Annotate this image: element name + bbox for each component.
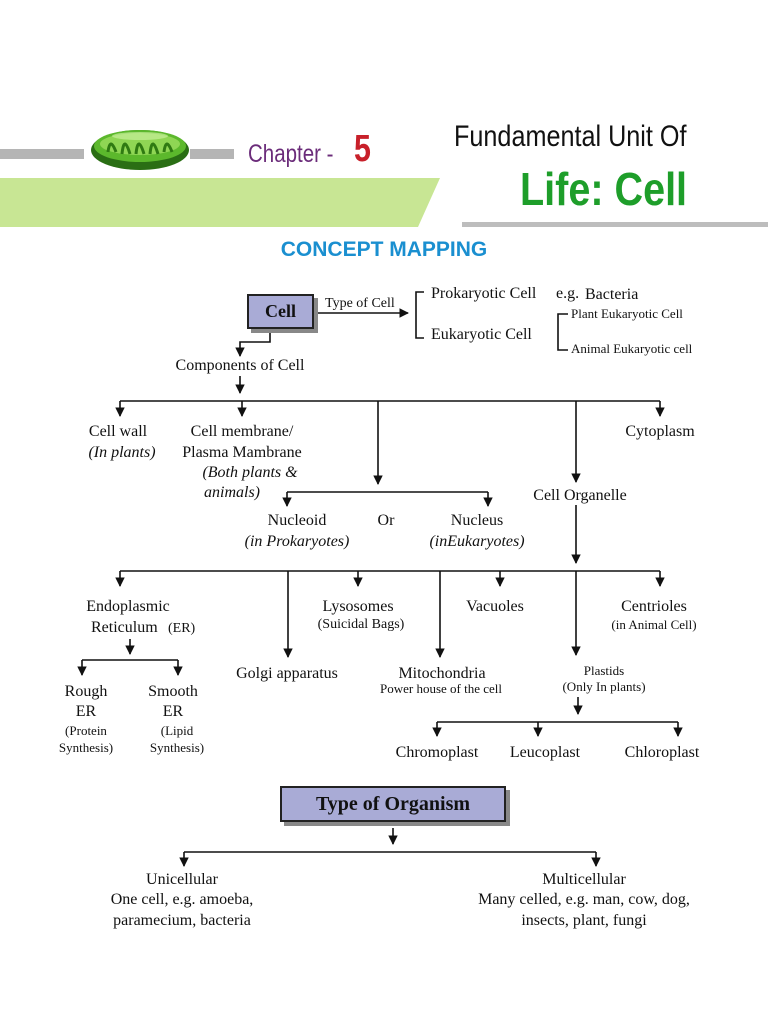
- plastids: Plastids: [583, 663, 625, 678]
- cytoplasm: Cytoplasm: [625, 423, 695, 440]
- both-plants-animals-note-2: animals): [204, 484, 260, 501]
- or-label: Or: [377, 512, 395, 529]
- rough-er-1: Rough: [64, 683, 108, 700]
- eg-label: e.g.: [556, 285, 580, 302]
- multicellular-desc-2: insects, plant, fungi: [521, 912, 647, 929]
- multicellular-desc-1: Many celled, e.g. man, cow, dog,: [478, 891, 690, 908]
- golgi-apparatus: Golgi apparatus: [236, 665, 338, 682]
- header-green-band: [0, 178, 440, 227]
- page-title-line2: Life: Cell: [520, 163, 688, 215]
- cell-box: Cell: [247, 294, 314, 329]
- cell-organelle: Cell Organelle: [533, 487, 627, 504]
- unicellular-desc-2: paramecium, bacteria: [113, 912, 251, 929]
- mitochondrion-logo-icon: [91, 130, 189, 170]
- smooth-er-4: Synthesis): [149, 740, 205, 755]
- nucleoid-note: (in Prokaryotes): [244, 533, 350, 550]
- components-of-cell: Components of Cell: [175, 357, 305, 374]
- nucleus-note: (inEukaryotes): [429, 533, 525, 550]
- bacteria: Bacteria: [585, 286, 639, 303]
- header-rule-right: [462, 222, 768, 227]
- rough-er-2: ER: [75, 703, 97, 720]
- endoplasmic-reticulum-1: Endoplasmic: [86, 598, 170, 615]
- header-rule-left: [0, 149, 84, 159]
- centrioles-note: (in Animal Cell): [611, 617, 697, 632]
- smooth-er-1: Smooth: [148, 683, 198, 700]
- chapter-label: Chapter -: [248, 140, 334, 168]
- plasma-membrane: Plasma Mambrane: [182, 444, 302, 461]
- chloroplast: Chloroplast: [624, 744, 700, 761]
- animal-eukaryotic-cell: Animal Eukaryotic cell: [571, 341, 693, 356]
- chromoplast: Chromoplast: [395, 744, 479, 761]
- lysosomes-note: (Suicidal Bags): [317, 617, 405, 632]
- cell-wall: Cell wall: [88, 423, 148, 440]
- chapter-number: 5: [354, 128, 371, 170]
- lysosomes: Lysosomes: [322, 598, 394, 615]
- smooth-er-2: ER: [162, 703, 184, 720]
- plant-eukaryotic-cell: Plant Eukaryotic Cell: [571, 306, 683, 321]
- rough-er-4: Synthesis): [58, 740, 114, 755]
- both-plants-animals-note-1: (Both plants &: [202, 464, 298, 481]
- cell-wall-note: (In plants): [88, 444, 156, 461]
- section-heading: CONCEPT MAPPING: [280, 238, 488, 261]
- leucoplast: Leucoplast: [509, 744, 581, 761]
- plastids-note: (Only In plants): [562, 679, 646, 694]
- unicellular-desc-1: One cell, e.g. amoeba,: [110, 891, 254, 908]
- prokaryotic-cell: Prokaryotic Cell: [431, 285, 537, 302]
- nucleoid: Nucleoid: [267, 512, 327, 529]
- cell-membrane: Cell membrane/: [190, 423, 294, 440]
- er-abbr: (ER): [168, 621, 196, 636]
- type-of-cell-label: Type of Cell: [325, 296, 395, 311]
- mitochondria-note: Power house of the cell: [379, 681, 503, 696]
- endoplasmic-reticulum-2: Reticulum: [91, 619, 158, 636]
- header-rule-mid: [190, 149, 234, 159]
- page-title-line1: Fundamental Unit Of: [454, 120, 687, 153]
- vacuoles: Vacuoles: [466, 598, 524, 615]
- centrioles: Centrioles: [621, 598, 687, 615]
- eukaryotic-cell: Eukaryotic Cell: [431, 326, 532, 343]
- type-of-organism-box: Type of Organism: [280, 786, 506, 822]
- rough-er-3: (Protein: [65, 723, 107, 738]
- smooth-er-3: (Lipid: [160, 723, 194, 738]
- mitochondria: Mitochondria: [398, 665, 486, 682]
- multicellular: Multicellular: [542, 871, 626, 888]
- nucleus: Nucleus: [450, 512, 504, 529]
- unicellular: Unicellular: [146, 871, 218, 888]
